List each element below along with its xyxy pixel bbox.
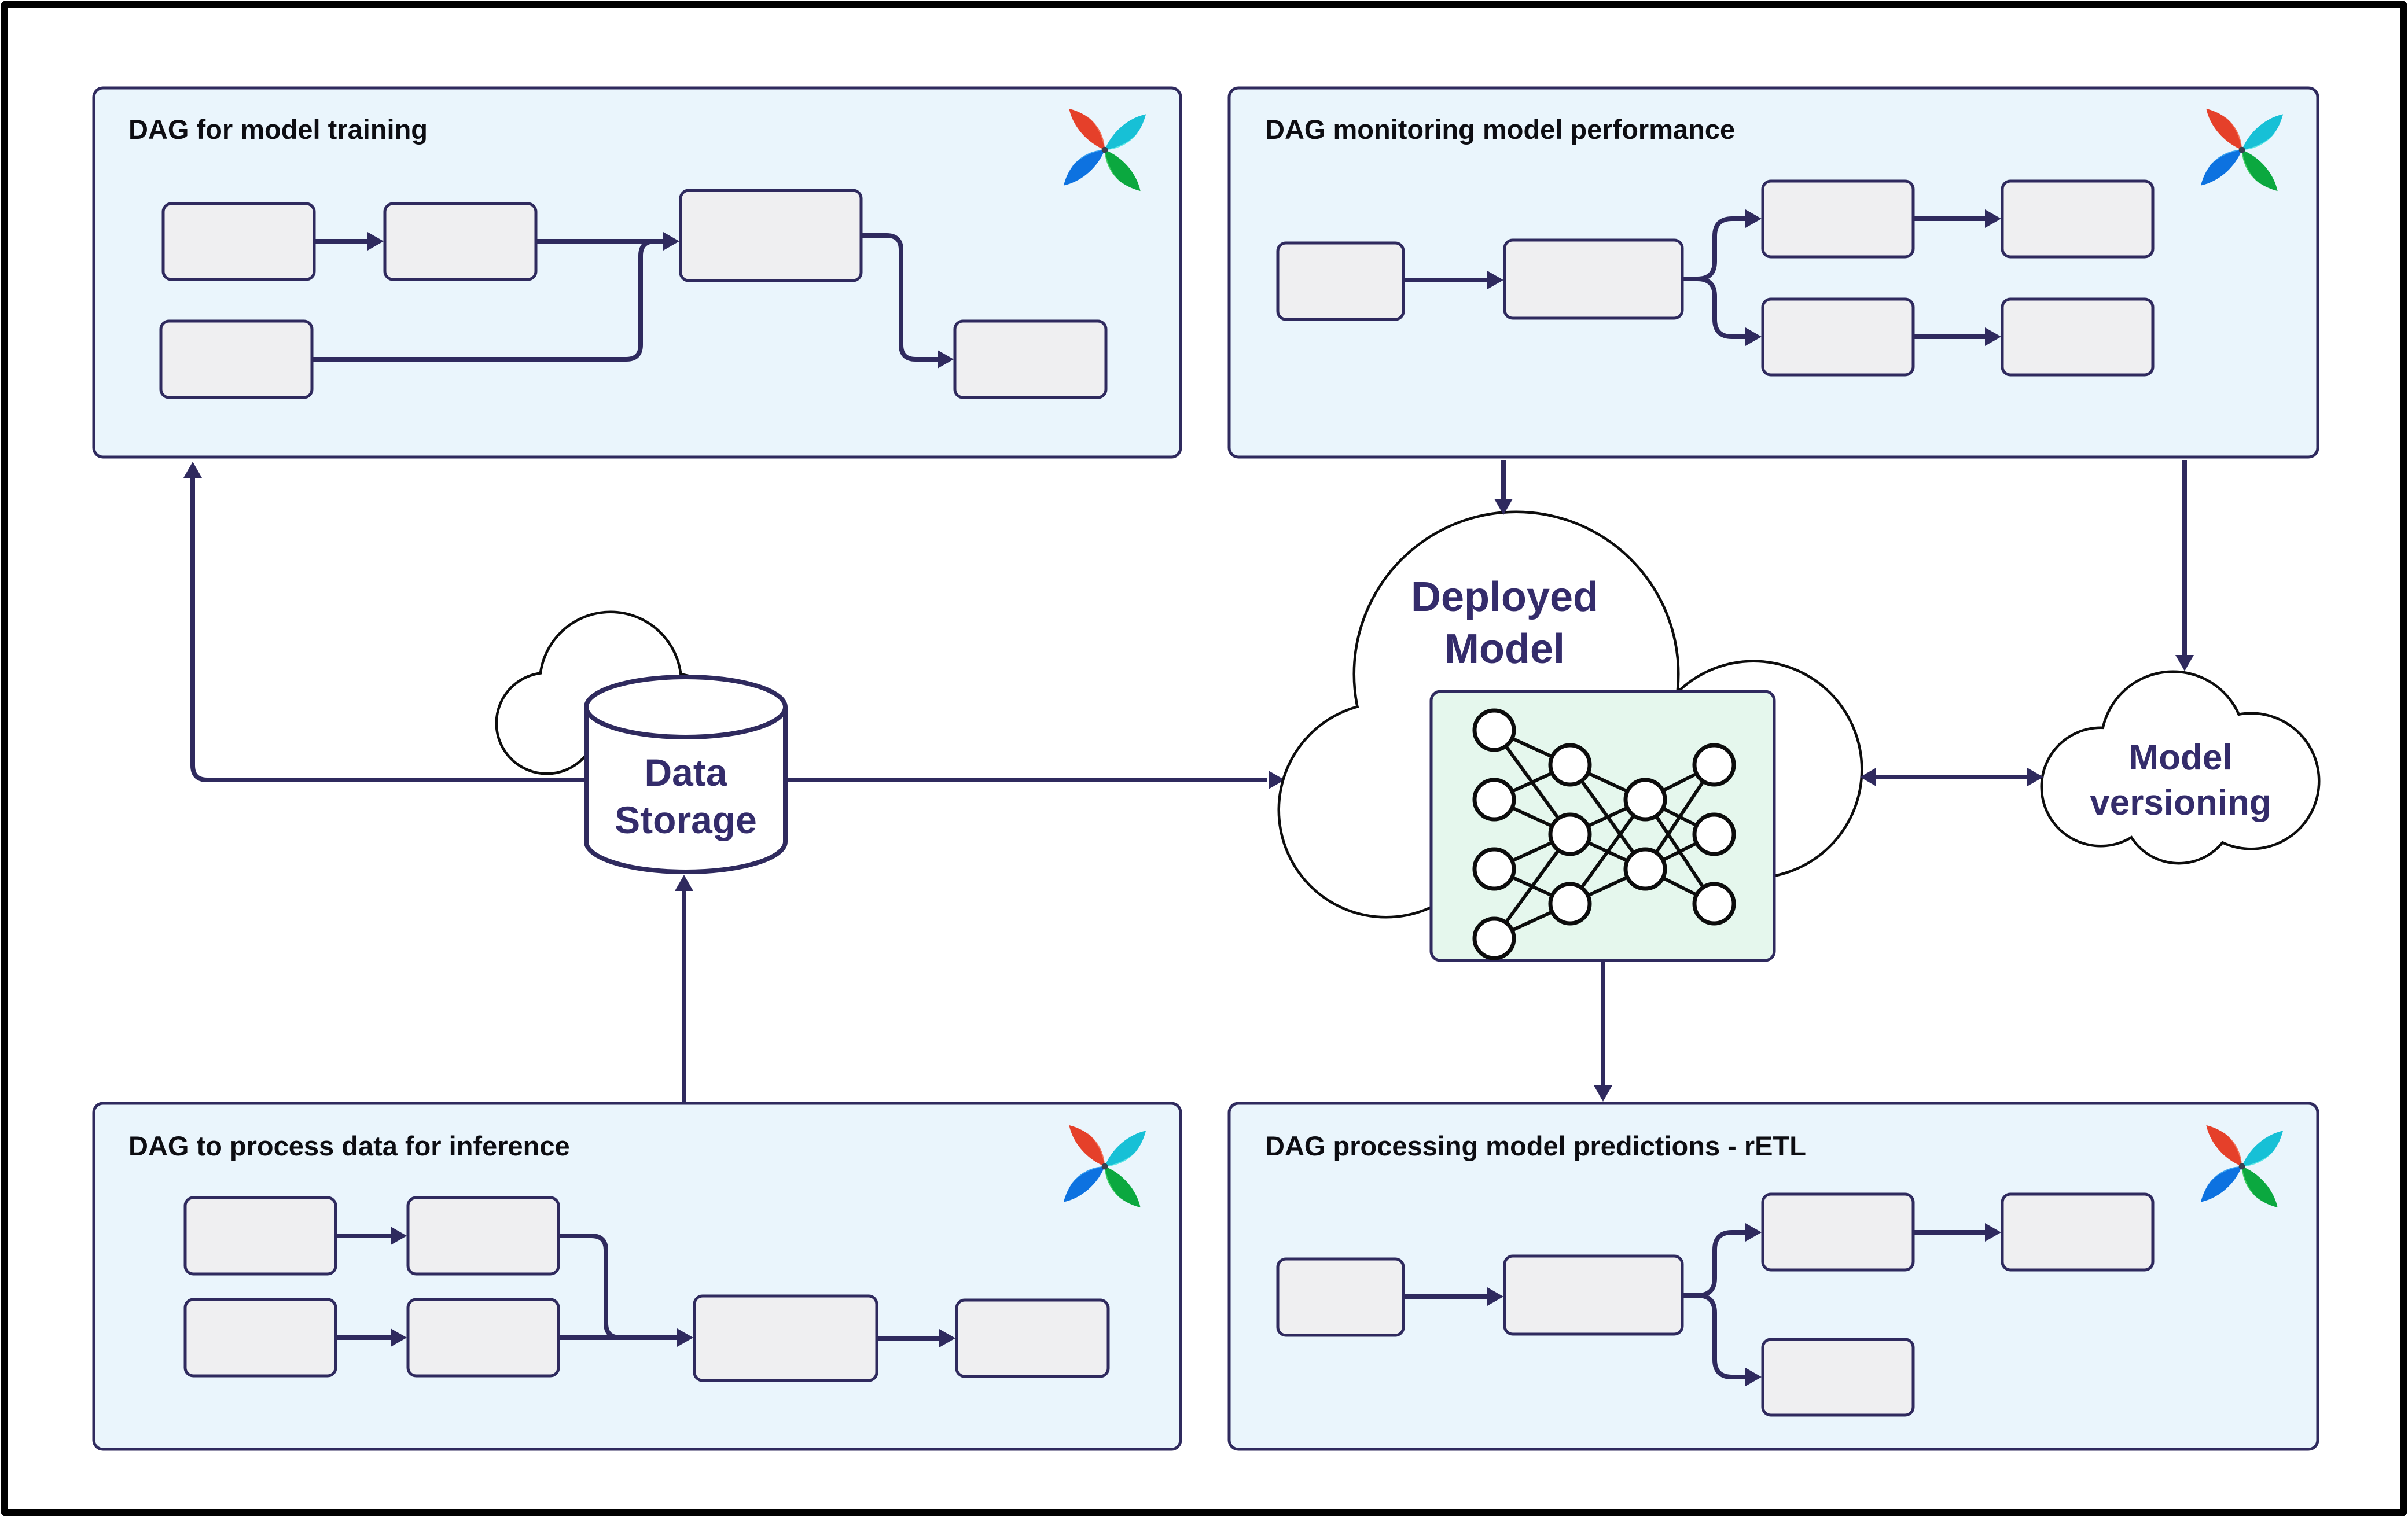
arrowhead: [1745, 209, 1762, 228]
panel-title: DAG for model training: [128, 114, 428, 145]
dag-task-node: [406, 1298, 560, 1378]
panel-title: DAG to process data for inference: [128, 1131, 570, 1161]
dag-task-node: [1761, 1192, 1915, 1272]
deployed-model-hub: Deployed Model: [1280, 460, 1861, 1102]
panel-background: [1227, 1102, 2319, 1451]
dag-task-node: [2001, 1192, 2155, 1272]
connector: [1682, 277, 1745, 339]
connector: [312, 239, 663, 362]
arrowhead: [663, 232, 679, 251]
dag-task-node: [953, 319, 1108, 399]
dag-task-node: [161, 202, 316, 281]
dag-task-node: [406, 1196, 560, 1276]
dag-task-node: [1503, 1254, 1684, 1336]
model-versioning-label-line1: Model: [2128, 738, 2232, 778]
arrowhead-into-versioning: [2175, 655, 2194, 671]
dag-task-node: [159, 319, 314, 399]
dag-task-node: [183, 1196, 337, 1276]
dag-task-node: [679, 189, 863, 282]
arrowhead: [677, 1328, 693, 1347]
deployed-model-label-line1: Deployed: [1411, 574, 1598, 620]
arrowhead: [938, 350, 954, 369]
arrowhead: [1745, 1223, 1762, 1242]
database-cylinder-icon: [584, 675, 788, 874]
panel-dag-inference: DAG to process data for inference: [92, 1102, 1182, 1451]
arrowhead-into-storage: [675, 875, 693, 891]
dag-task-node: [955, 1298, 1110, 1378]
dag-task-node: [1503, 238, 1684, 320]
deployed-model-label-line2: Model: [1444, 626, 1565, 672]
dag-task-node: [1276, 241, 1405, 321]
dag-task-node: [383, 202, 538, 281]
database-cylinder-rim: [584, 706, 788, 739]
dag-task-node: [1761, 297, 1915, 377]
data-storage-label-line1: Data: [644, 751, 727, 794]
arrowhead: [1985, 1223, 2001, 1242]
model-versioning-label-line2: versioning: [2090, 783, 2271, 823]
neural-network-nodes: [1472, 708, 1736, 960]
arrowhead: [1487, 1287, 1503, 1306]
panel-dag-monitoring: DAG monitoring model performance: [1227, 86, 2319, 459]
panel-background: [92, 86, 1182, 459]
arrowhead: [1745, 1368, 1762, 1386]
neural-network-icon: [1429, 690, 1776, 962]
arrowhead: [367, 232, 384, 251]
data-storage-hub: Data Storage: [183, 462, 1285, 1102]
dag-task-node: [693, 1294, 878, 1382]
panel-dag-model-training: DAG for model training: [92, 86, 1182, 459]
arrowhead-into-deployed: [1494, 499, 1513, 515]
arrowhead-to-deployed-model: [1269, 771, 1285, 789]
dag-task-node: [2001, 179, 2155, 259]
connector-storage-lines: [190, 478, 1267, 782]
panel-title: DAG processing model predictions - rETL: [1265, 1131, 1806, 1161]
panel-background: [92, 1102, 1182, 1451]
arrowhead-into-retl-dag: [1594, 1085, 1612, 1102]
dag-task-node: [1276, 1257, 1405, 1337]
dag-task-node: [183, 1298, 337, 1378]
arrowhead: [1745, 327, 1762, 346]
connector: [861, 233, 938, 362]
arrowhead: [391, 1227, 407, 1245]
arrowhead: [939, 1329, 955, 1347]
connector: [1682, 1293, 1745, 1379]
arrowhead-into-deployed-left: [1860, 768, 1876, 786]
arrowhead: [1985, 327, 2001, 346]
dag-task-node: [1761, 1338, 1915, 1417]
panel-dag-retl: DAG processing model predictions - rETL: [1227, 1102, 2319, 1451]
arrowhead-into-versioning-right: [2027, 768, 2043, 786]
arrowhead-to-training-dag: [183, 462, 202, 478]
arrowhead: [391, 1328, 407, 1347]
dag-task-node: [2001, 297, 2155, 377]
arrowhead: [1487, 271, 1503, 289]
panel-title: DAG monitoring model performance: [1265, 114, 1735, 145]
model-versioning-hub: Model versioning: [1860, 460, 2318, 862]
dag-task-node: [1761, 179, 1915, 259]
arrowhead: [1985, 209, 2001, 228]
data-storage-label-line2: Storage: [615, 798, 757, 841]
